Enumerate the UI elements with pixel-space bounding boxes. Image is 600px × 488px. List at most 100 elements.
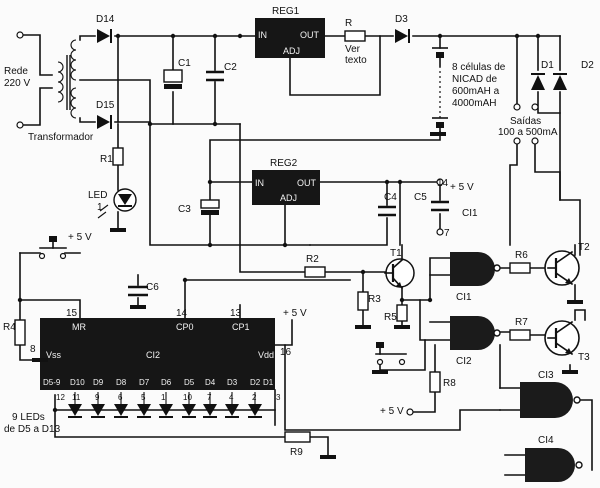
gate-ci2-symbol	[450, 316, 501, 350]
label-t1: T1	[390, 248, 402, 259]
label-d3: D3	[395, 14, 408, 25]
counter-mr-pin: MR	[72, 322, 86, 332]
label-t2: T2	[578, 242, 590, 253]
counter-vdd-pin: Vdd	[258, 350, 274, 360]
capacitor-c2-symbol	[206, 70, 224, 82]
label-plus5v-ci1: + 5 V	[450, 182, 474, 193]
label-r5: R5	[384, 312, 397, 323]
transistor-t1-symbol	[384, 258, 415, 290]
label-gate-ci4: CI4	[538, 435, 554, 446]
label-d14: D14	[96, 14, 115, 25]
counter-output-d2: D2	[250, 378, 261, 387]
capacitor-c5-symbol	[431, 200, 449, 212]
label-reg2: REG2	[270, 158, 298, 169]
label-pin-16: 16	[280, 347, 292, 358]
label-mains: Rede	[4, 66, 28, 77]
led-array-symbol	[68, 404, 262, 418]
diode-d15-symbol	[97, 115, 112, 129]
label-pin-14-counter: 14	[176, 308, 188, 319]
diode-d3-symbol	[395, 29, 410, 43]
label-nicad-2: NICAD de	[452, 74, 497, 85]
counter-output-d9: D9	[93, 378, 104, 387]
counter-output-d5: D5	[184, 378, 195, 387]
terminals	[16, 31, 539, 416]
label-gate-ci2: CI2	[456, 356, 472, 367]
label-c6: C6	[146, 282, 159, 293]
push-switch-ci2	[375, 342, 407, 366]
label-r4: R4	[3, 322, 16, 333]
reg1-out-pin: OUT	[300, 30, 320, 40]
label-c1: C1	[178, 58, 191, 69]
counter-output-d6: D6	[161, 378, 172, 387]
reg2-out-pin: OUT	[297, 178, 317, 188]
counter-output-d10: D10	[70, 378, 85, 387]
counter-name: CI2	[146, 350, 160, 360]
label-c3: C3	[178, 204, 191, 215]
counter-output-d1: D1	[263, 378, 274, 387]
pin-number-9: 9	[95, 393, 100, 402]
label-pin-15: 15	[66, 308, 78, 319]
regulator-reg1-symbol	[255, 18, 325, 58]
counter-output-d8: D8	[116, 378, 127, 387]
counter-vss-pin: Vss	[46, 350, 62, 360]
label-led: LED	[88, 190, 107, 201]
led-1-symbol	[97, 188, 137, 219]
label-d2: D2	[581, 60, 594, 71]
transistor-t3-symbol	[544, 320, 580, 356]
ground-symbols	[32, 132, 583, 459]
capacitor-c4-symbol	[378, 205, 396, 217]
counter-ic-ci8-symbol	[40, 318, 275, 390]
gate-ci1-symbol	[450, 252, 501, 286]
label-r8: R8	[443, 378, 456, 389]
label-t3: T3	[578, 352, 590, 363]
label-pin-7: 7	[444, 228, 450, 239]
label-d1: D1	[541, 60, 554, 71]
reg2-adj-pin: ADJ	[280, 193, 297, 203]
label-plus5v-left: + 5 V	[68, 232, 92, 243]
label-pin-8: 8	[30, 344, 36, 355]
reg1-in-pin: IN	[258, 30, 267, 40]
label-led-number: 1	[97, 202, 103, 213]
label-outputs-current: 100 a 500mA	[498, 127, 558, 138]
pin-number-4: 4	[229, 393, 234, 402]
label-r-ver: Ver	[345, 44, 361, 55]
pin-number-7: 7	[207, 393, 212, 402]
pin-number-1: 1	[161, 393, 166, 402]
reg1-adj-pin: ADJ	[283, 46, 300, 56]
counter-output-d3: D3	[227, 378, 238, 387]
label-plus5v-counter: + 5 V	[283, 308, 307, 319]
label-gate-ci3: CI3	[538, 370, 554, 381]
label-d15: D15	[96, 100, 115, 111]
transistor-t2-symbol	[544, 250, 580, 286]
counter-output-d7: D7	[139, 378, 150, 387]
diode-d1-symbol	[531, 73, 545, 90]
label-c4: C4	[384, 192, 397, 203]
label-r-texto: texto	[345, 55, 367, 66]
nicad-battery-symbol	[432, 47, 448, 133]
pin-number-2: 2	[252, 393, 257, 402]
pin-number-3: 3	[276, 393, 281, 402]
capacitor-c1-symbol	[163, 69, 183, 89]
label-leds-1: 9 LEDs	[12, 412, 45, 423]
junctions	[17, 33, 541, 413]
resistors	[14, 30, 531, 443]
push-switch-left	[38, 236, 67, 260]
label-r: R	[345, 18, 352, 29]
label-nicad-3: 600mAH a	[452, 86, 500, 97]
label-plus5v-r8: + 5 V	[380, 406, 404, 417]
gate-ci3-symbol	[520, 382, 581, 418]
counter-output-d59: D5-9	[43, 378, 61, 387]
label-r6: R6	[515, 250, 528, 261]
pin-number-12: 12	[56, 393, 65, 402]
wires	[19, 34, 593, 476]
diode-d2-symbol	[553, 73, 567, 90]
capacitor-c6-symbol	[128, 285, 148, 297]
label-pin-13: 13	[230, 308, 242, 319]
gate-ci4-symbol	[525, 448, 583, 482]
label-c2: C2	[224, 62, 237, 73]
label-reg1: REG1	[272, 6, 300, 17]
reg2-in-pin: IN	[255, 178, 264, 188]
label-gate-ci1: CI1	[456, 292, 472, 303]
